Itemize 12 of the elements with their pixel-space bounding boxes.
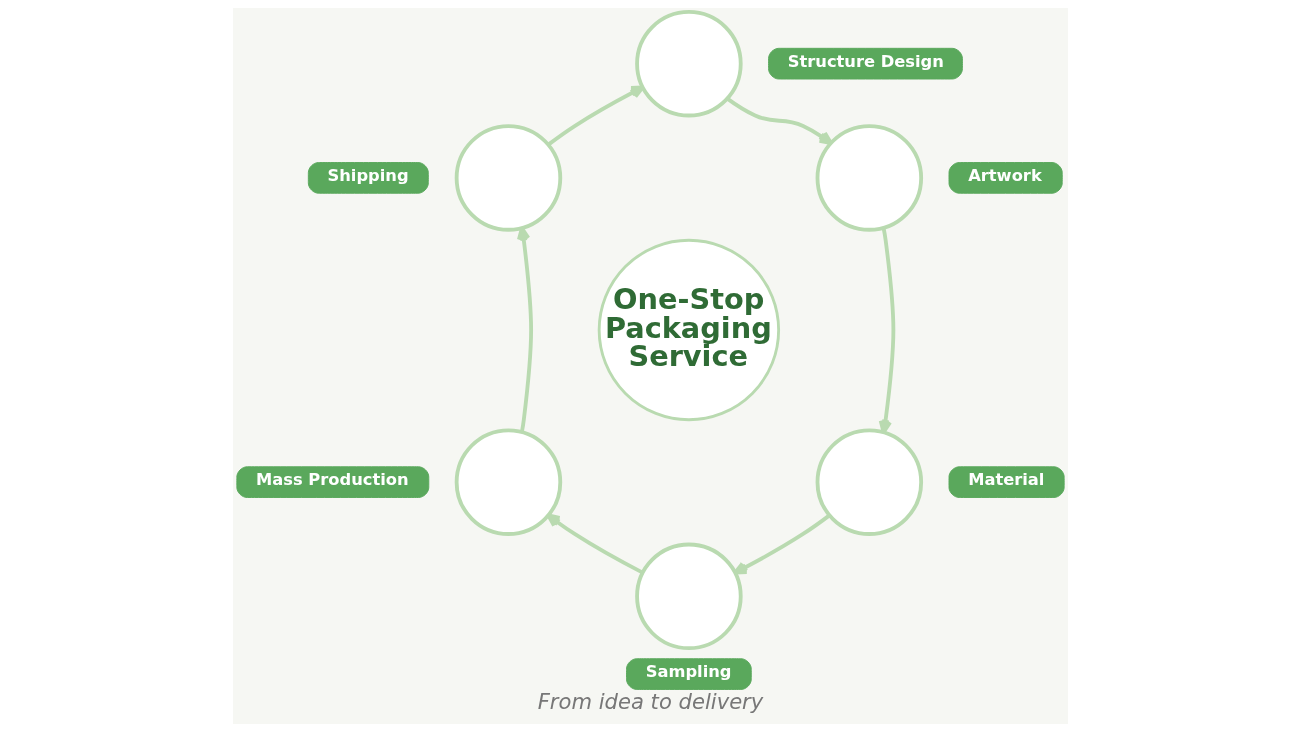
node-box: Structure Design	[767, 47, 963, 80]
node-box: Material	[948, 466, 1065, 498]
node-box: Artwork	[948, 162, 1063, 194]
node-circle	[815, 428, 923, 536]
node-circle	[454, 124, 562, 232]
node-circle	[634, 9, 743, 118]
caption: From idea to delivery	[537, 689, 763, 715]
node-circle	[634, 542, 743, 651]
node-circle: One-Stop Packaging Service	[597, 238, 780, 422]
node-box: Shipping	[307, 162, 429, 194]
node-box: Mass Production	[235, 466, 429, 498]
node-box: Sampling	[625, 658, 752, 690]
